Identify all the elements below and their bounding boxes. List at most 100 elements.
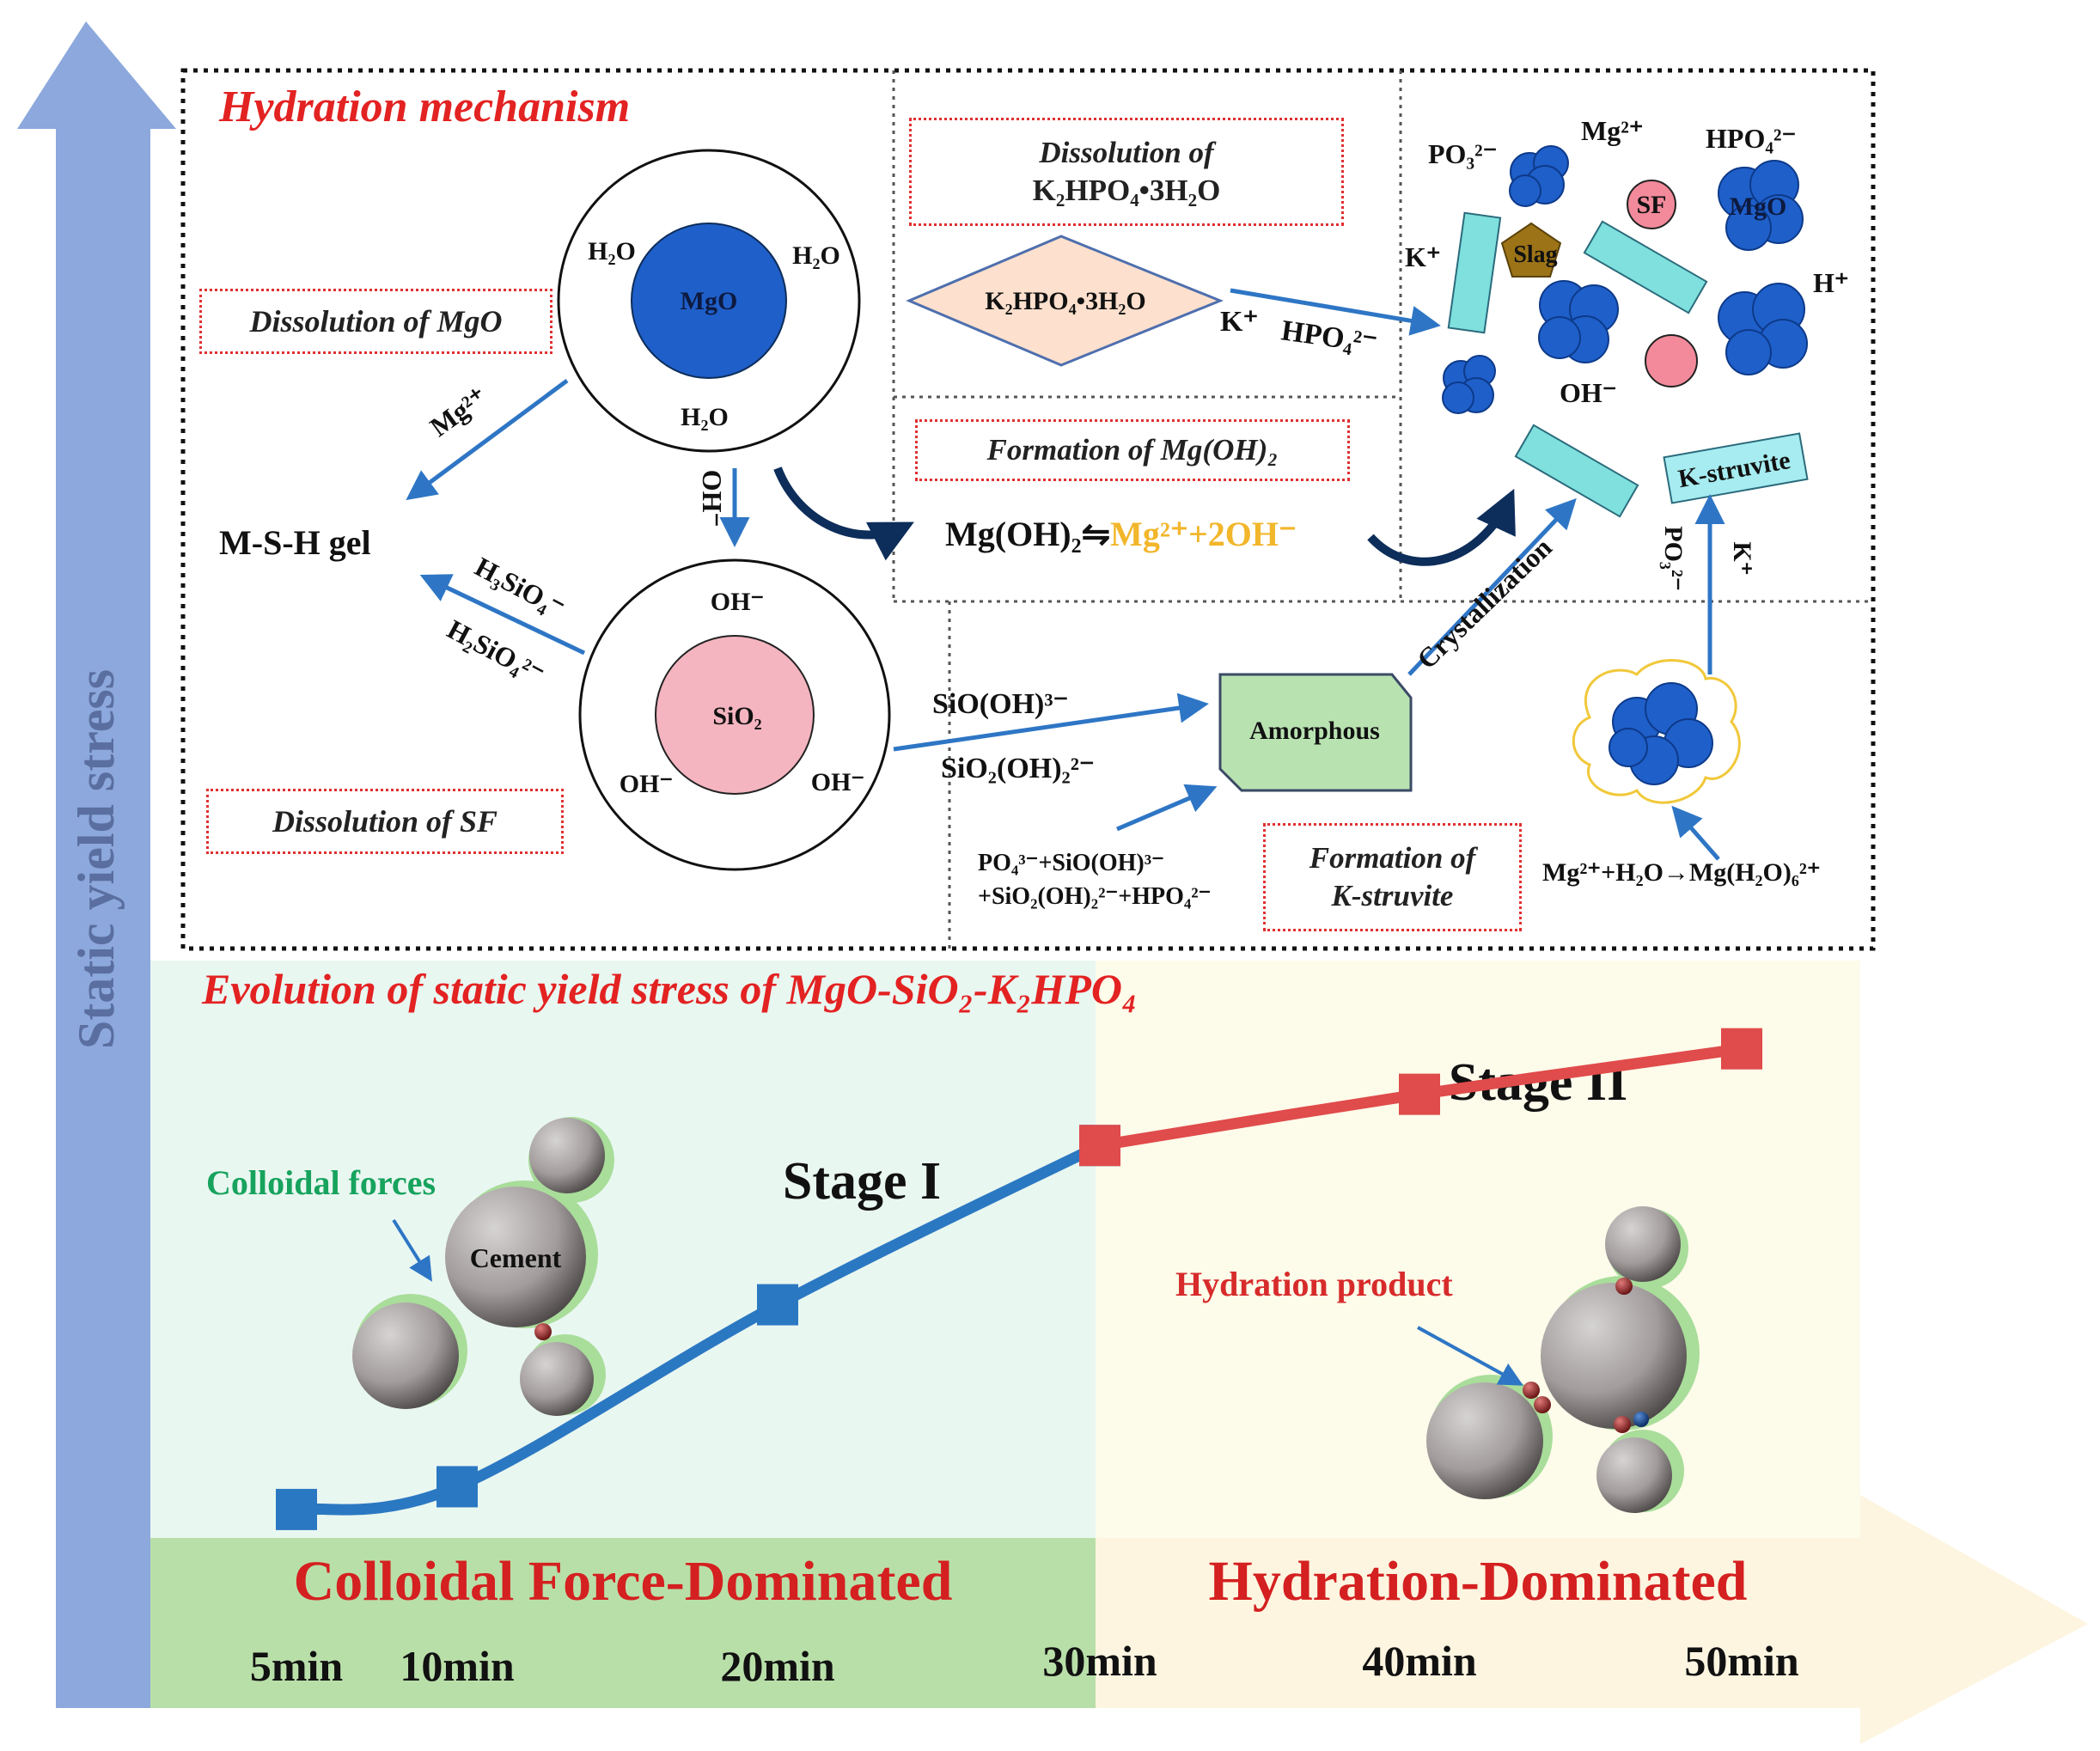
- series-line-1: [290, 1139, 1106, 1516]
- x-tick-label: 10min: [400, 1642, 515, 1690]
- hydration-dot: [1615, 1278, 1633, 1295]
- oh-label: OH⁻: [711, 588, 765, 616]
- curved-arrow: [773, 467, 914, 561]
- ion-mix-line2: +SiO₂(OH)₂²⁻+HPO₄²⁻: [978, 883, 1211, 910]
- particle: [1605, 1206, 1681, 1282]
- dissolution-k2hpo4-line2: K₂HPO₄•3H₂O: [1032, 174, 1221, 207]
- slag-label: Slag: [1513, 241, 1557, 268]
- mgo-core: [631, 223, 787, 379]
- amorphous-label: Amorphous: [1249, 717, 1380, 745]
- mgoh2-eq-right: Mg²⁺+2OH⁻: [1110, 515, 1297, 553]
- kplus-label: K⁺: [1220, 306, 1258, 338]
- dissolution-mgo-label: Dissolution of MgO: [199, 289, 552, 354]
- cement-label: Cement: [470, 1242, 562, 1273]
- stage1-label: Stage I: [783, 1152, 941, 1211]
- y-axis-arrow: [17, 21, 176, 1708]
- yield-stress-chart: 5min 10min 20min 30min 40min 50min: [250, 1028, 1799, 1690]
- particle: [445, 1187, 586, 1327]
- x-tick-label: 30min: [1042, 1637, 1157, 1685]
- particle: [520, 1342, 594, 1416]
- stage1-band: [150, 1538, 1096, 1708]
- stage1-panel: [150, 961, 1096, 1538]
- mg-hydration-label: Mg²⁺+H₂O→Mg(H₂O)₆²⁺: [1542, 858, 1821, 887]
- oh-arrow-label: OH⁻: [697, 470, 728, 528]
- formation-kstruvite-line1: Formation of: [1309, 841, 1476, 876]
- mgo-cluster: [1609, 682, 1713, 785]
- curved-arrow: [1367, 488, 1516, 566]
- x-tick-label: 50min: [1684, 1637, 1799, 1685]
- cyan-bar: [1514, 424, 1639, 518]
- mgo-core-label: MgO: [681, 287, 738, 315]
- formation-kstruvite-line2: K-struvite: [1331, 879, 1454, 912]
- mg2plus-label: Mg²⁺: [1581, 115, 1644, 146]
- dissolution-sf-label: Dissolution of SF: [206, 789, 564, 854]
- k2hpo4-arrow: [1230, 288, 1441, 336]
- h2o-label: H₂O: [792, 241, 840, 270]
- particle: [1541, 1283, 1687, 1429]
- cyan-bar: [1447, 211, 1502, 334]
- x-axis-arrow: [1096, 1495, 2088, 1744]
- band1-label: Colloidal Force-Dominated: [294, 1550, 953, 1613]
- hydration-dot: [1523, 1382, 1540, 1399]
- colloidal-forces-label: Colloidal forces: [206, 1163, 436, 1202]
- hydration-product-arrow: [1417, 1326, 1523, 1386]
- cyan-bar: [1583, 220, 1708, 314]
- sf-particle: [1645, 334, 1698, 387]
- amorphous-box: [1218, 673, 1413, 792]
- slag-particle: [1500, 222, 1562, 278]
- mgo-cluster: [1509, 145, 1569, 207]
- data-point: [436, 1466, 478, 1508]
- mgoh2-eq-left: Mg(OH)₂⇋: [945, 515, 1110, 553]
- x-tick-label: 20min: [720, 1642, 835, 1690]
- formation-mgoh2-label: Formation of Mg(OH)₂: [915, 419, 1350, 481]
- y-axis-label: Static yield stress: [68, 669, 125, 1049]
- hpo4-label: HPO₄²⁻: [1706, 123, 1796, 154]
- h2o-label: H₂O: [588, 237, 636, 265]
- sf-label: SF: [1636, 191, 1666, 219]
- dissolution-k2hpo4-label: Dissolution of K₂HPO₄•3H₂O: [909, 118, 1344, 226]
- po3-label: PO₃²⁻: [1428, 138, 1498, 169]
- mgo-cluster: [1718, 283, 1808, 375]
- sio2-core: [655, 635, 815, 795]
- silicate-arrow: [893, 692, 1209, 752]
- ion-arrow: [1116, 784, 1218, 832]
- hydration-dot: [1534, 1396, 1551, 1413]
- formation-kstruvite-label: Formation of K-struvite: [1263, 823, 1522, 931]
- particle: [1596, 1437, 1672, 1513]
- data-point: [1721, 1028, 1762, 1070]
- hplus-label: H⁺: [1813, 267, 1849, 298]
- hydration-title: Hydration mechanism: [219, 82, 631, 131]
- hydration-arrow: [1671, 805, 1720, 861]
- band2-label: Hydration-Dominated: [1209, 1550, 1748, 1613]
- dissolution-k2hpo4-line1: Dissolution of: [1039, 136, 1214, 170]
- particle: [352, 1303, 459, 1409]
- x-tick-label: 40min: [1362, 1637, 1477, 1685]
- particle: [1426, 1382, 1543, 1499]
- silicate-arrow: [419, 574, 586, 656]
- k2hpo4-diamond: [906, 235, 1224, 367]
- oh-label: OH⁻: [620, 770, 674, 798]
- mgo-cluster: [1718, 160, 1804, 251]
- k2hpo4-diamond-label: K₂HPO₄•3H₂O: [985, 287, 1146, 315]
- sioh3-label: SiO(OH)³⁻: [932, 688, 1068, 720]
- kplus-label: K⁺: [1405, 241, 1441, 272]
- h2o-label: H₂O: [681, 403, 729, 431]
- evolution-title: Evolution of static yield stress of MgO-…: [202, 965, 1138, 1013]
- colloidal-arrow: [392, 1218, 432, 1282]
- mgo-cluster: [1538, 280, 1619, 363]
- oh-label: OH⁻: [811, 768, 865, 796]
- data-point: [1399, 1073, 1440, 1115]
- mgo-cluster: [1442, 355, 1496, 414]
- data-point: [1079, 1125, 1120, 1167]
- ion-mix-line1: PO₄³⁻+SiO(OH)³⁻: [978, 850, 1164, 876]
- kstruvite-box: [1663, 432, 1809, 504]
- data-point: [276, 1488, 317, 1530]
- mgo-cluster-label: MgO: [1730, 192, 1787, 221]
- mg-arrow: [406, 378, 569, 501]
- crystallization-arrow: [1407, 497, 1577, 676]
- sio2-core-label: SiO₂: [712, 702, 761, 730]
- sio2oh2-label: SiO₂(OH)₂²⁻: [941, 753, 1095, 784]
- x-tick-label: 5min: [250, 1642, 344, 1690]
- mgoh2-eq: Mg(OH)₂⇋Mg²⁺+2OH⁻: [945, 515, 1297, 553]
